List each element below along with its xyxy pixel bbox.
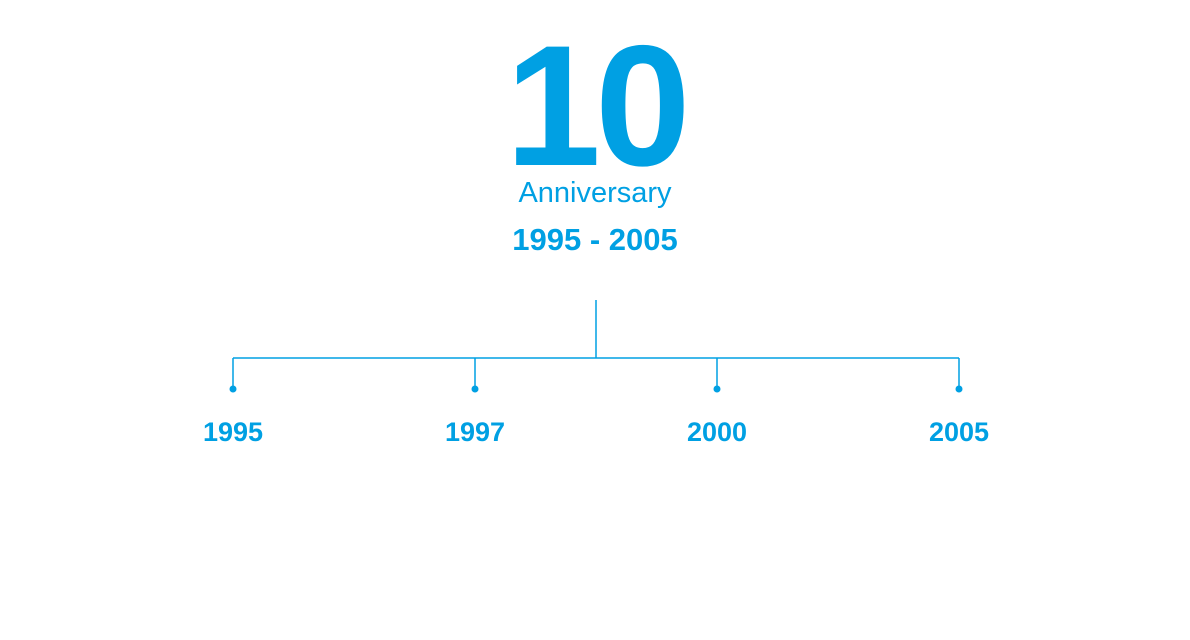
- milestone-label-1995: 1995: [202, 417, 264, 447]
- milestone-dot-2000: [713, 385, 721, 393]
- milestone-dot-1995: [229, 385, 237, 393]
- milestone-label-2005: 2005: [928, 417, 990, 447]
- milestone-label-1997: 1997: [444, 417, 506, 447]
- milestone-label-2000: 2000: [686, 417, 748, 447]
- anniversary-number: 10: [505, 10, 690, 202]
- year-range: 1995 - 2005: [512, 222, 678, 257]
- anniversary-subtitle: Anniversary: [518, 177, 672, 209]
- milestone-dot-1997: [471, 385, 479, 393]
- milestone-dot-2005: [955, 385, 963, 393]
